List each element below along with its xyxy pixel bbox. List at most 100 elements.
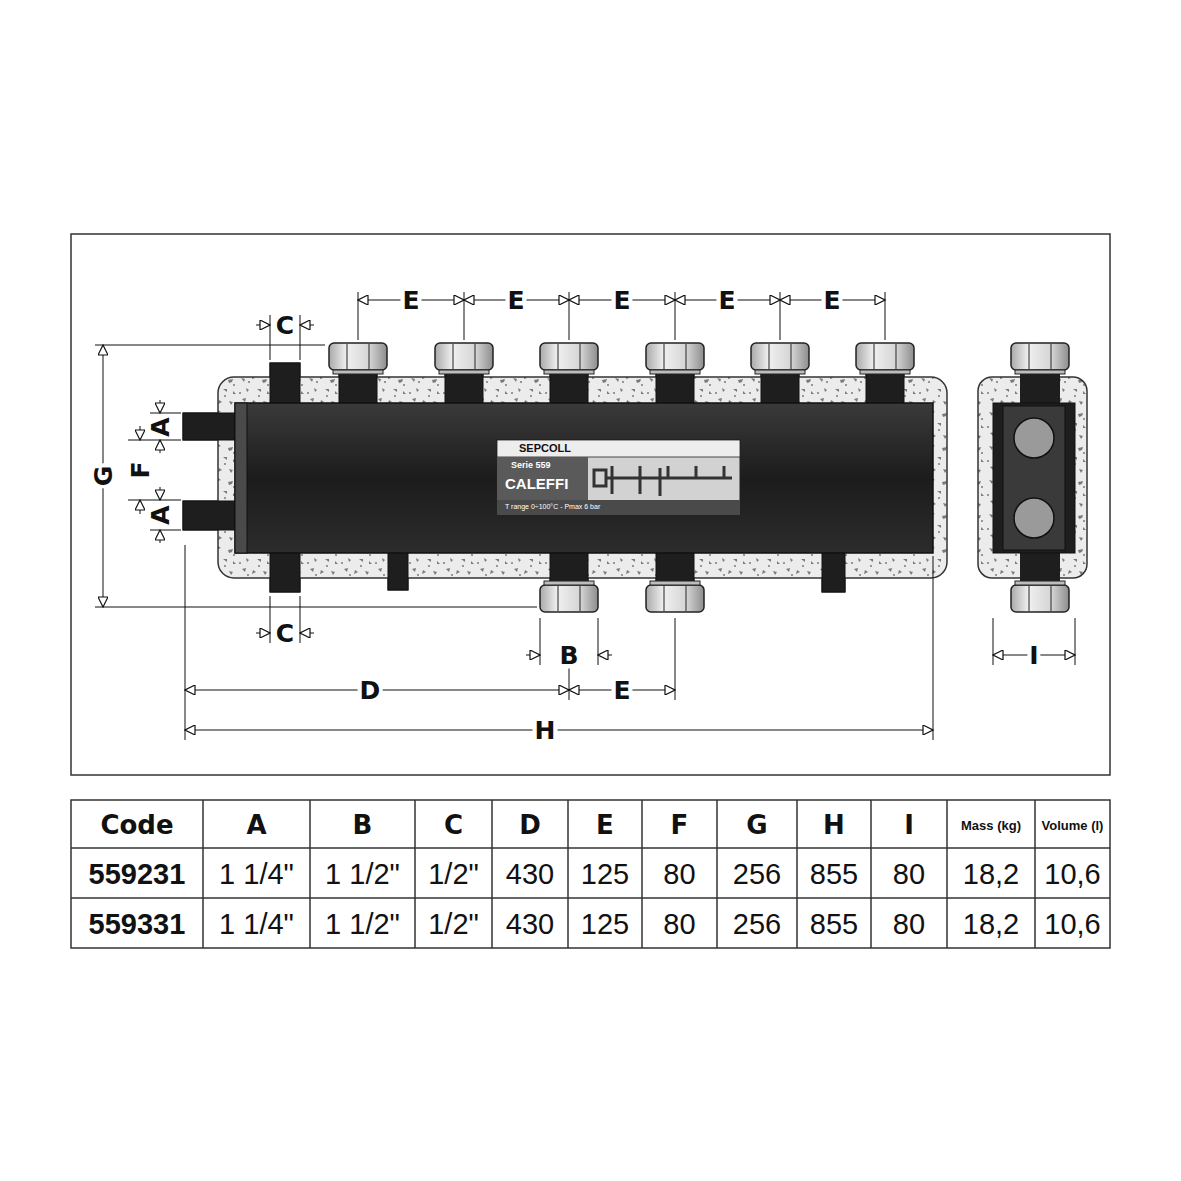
drawing-part bbox=[497, 440, 740, 457]
drawing-part bbox=[183, 501, 238, 530]
table-header: F bbox=[671, 812, 689, 838]
table-value: 80 bbox=[663, 860, 695, 889]
drawing-part bbox=[270, 363, 300, 408]
table-value: 80 bbox=[893, 910, 925, 939]
front-view bbox=[183, 343, 947, 612]
drawing-part bbox=[183, 501, 238, 530]
drawing-part bbox=[150, 413, 181, 414]
table-value: 10,6 bbox=[1044, 910, 1100, 939]
drawing-part bbox=[183, 413, 238, 440]
product-code: 559331 bbox=[89, 910, 186, 939]
drawing-part bbox=[822, 548, 845, 592]
drawing-part bbox=[329, 343, 387, 374]
drawing-part bbox=[569, 292, 570, 340]
dimension-letter: C bbox=[274, 312, 296, 339]
table-value: 430 bbox=[506, 860, 554, 889]
table-value: 1 1/4" bbox=[219, 910, 294, 939]
drawing-part bbox=[540, 618, 541, 665]
dimension-letter: E bbox=[505, 287, 526, 314]
drawing-part bbox=[414, 800, 416, 948]
drawing-part bbox=[646, 581, 704, 612]
table-value: 1 1/2" bbox=[325, 860, 400, 889]
dimension-letter: E bbox=[400, 287, 421, 314]
drawing-part bbox=[235, 403, 247, 553]
drawing-part bbox=[641, 800, 643, 948]
drawing-part bbox=[594, 466, 732, 496]
table-value: 256 bbox=[733, 860, 781, 889]
drawing-part bbox=[71, 847, 1110, 849]
drawing-part bbox=[270, 548, 300, 592]
table-value: 1 1/2" bbox=[325, 910, 400, 939]
drawing-part bbox=[388, 548, 408, 590]
dimension-letter: I bbox=[1027, 642, 1040, 669]
drawing-part bbox=[256, 325, 270, 326]
drawing-part bbox=[435, 343, 493, 374]
dimension-letter: E bbox=[611, 287, 632, 314]
dimension-letter: H bbox=[533, 717, 558, 744]
plate-rating: T range 0÷100°C - Pmax 6 bar bbox=[505, 503, 600, 510]
dimension-letter: A bbox=[147, 503, 174, 526]
drawing-part bbox=[185, 730, 933, 731]
drawing-part bbox=[1075, 618, 1076, 665]
dimension-letter: G bbox=[90, 464, 117, 489]
drawing-part bbox=[600, 477, 732, 480]
drawing-part bbox=[185, 545, 186, 740]
drawing-part bbox=[993, 618, 994, 665]
drawing-part bbox=[639, 466, 642, 478]
drawing-part bbox=[993, 403, 1075, 553]
drawing-part bbox=[567, 800, 569, 948]
dimension-table bbox=[71, 800, 1110, 948]
drawing-part bbox=[309, 800, 311, 948]
drawing-part bbox=[611, 466, 614, 478]
drawing-part bbox=[978, 377, 1087, 578]
dimension-letter: F bbox=[127, 459, 154, 480]
drawing-part bbox=[270, 596, 271, 643]
drawing-part bbox=[128, 440, 181, 441]
label-plate bbox=[497, 440, 740, 515]
drawing-part bbox=[646, 343, 704, 374]
drawing-part bbox=[160, 440, 161, 453]
drawing-part bbox=[497, 500, 740, 515]
drawing-part bbox=[751, 343, 809, 374]
table-value: 430 bbox=[506, 910, 554, 939]
drawing-frame bbox=[71, 234, 1110, 775]
drawing-part bbox=[822, 552, 845, 592]
drawing-part bbox=[1034, 800, 1036, 948]
drawing-part bbox=[497, 457, 588, 500]
drawing-part bbox=[675, 292, 676, 340]
table-value: 10,6 bbox=[1044, 860, 1100, 889]
table-header: A bbox=[246, 812, 266, 838]
drawing-part bbox=[95, 345, 325, 346]
table-value: 18,2 bbox=[963, 910, 1019, 939]
table-header: Mass (kg) bbox=[961, 819, 1021, 832]
drawing-part bbox=[160, 487, 161, 500]
drawing-part bbox=[540, 581, 598, 612]
table-header: C bbox=[444, 812, 463, 838]
drawing-part bbox=[716, 800, 718, 948]
drawing-part bbox=[160, 400, 161, 413]
drawing-part bbox=[358, 292, 359, 340]
table-value: 1 1/4" bbox=[219, 860, 294, 889]
table-value: 855 bbox=[810, 860, 858, 889]
drawing-part bbox=[526, 655, 540, 656]
drawing-part bbox=[611, 478, 614, 494]
drawing-part bbox=[796, 800, 798, 948]
table-value: 18,2 bbox=[963, 860, 1019, 889]
drawing-part bbox=[933, 556, 934, 740]
drawing-part bbox=[1003, 406, 1065, 550]
drawing-part bbox=[464, 292, 465, 340]
drawing-part bbox=[885, 292, 886, 340]
drawing-part bbox=[780, 292, 781, 340]
plate-brand: CALEFFI bbox=[505, 476, 568, 491]
drawing-part bbox=[95, 607, 537, 608]
table-value: 256 bbox=[733, 910, 781, 939]
drawing-part bbox=[202, 800, 204, 948]
dimension-letter: C bbox=[274, 620, 296, 647]
drawing-part bbox=[270, 552, 300, 592]
drawing-part bbox=[300, 633, 314, 634]
drawing-part bbox=[723, 466, 726, 478]
drawing-part bbox=[695, 466, 698, 478]
drawing-part bbox=[1011, 343, 1069, 374]
